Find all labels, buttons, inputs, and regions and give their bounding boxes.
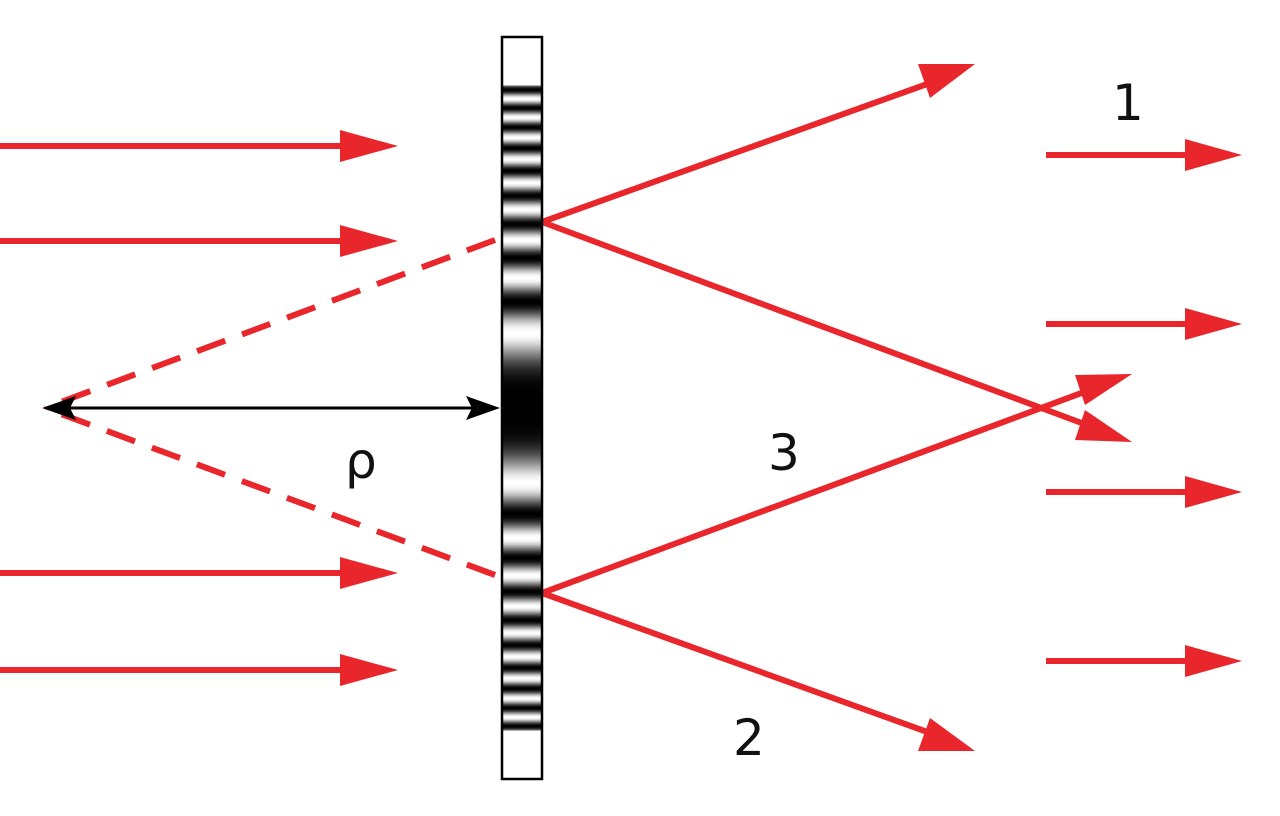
- incoming-rays: [0, 130, 398, 686]
- distance-arrow: [42, 396, 500, 420]
- diverging-rays: [540, 64, 975, 751]
- converging-rays: [540, 219, 1132, 596]
- order-1-label: 1: [1112, 74, 1144, 132]
- virtual-rays-dashed: [43, 237, 497, 578]
- zero-order-rays: [1046, 139, 1242, 677]
- distance-label: ρ: [345, 432, 377, 490]
- order-2-label: 2: [733, 709, 765, 767]
- zone-plate: [500, 35, 544, 781]
- order-3-label: 3: [768, 424, 800, 482]
